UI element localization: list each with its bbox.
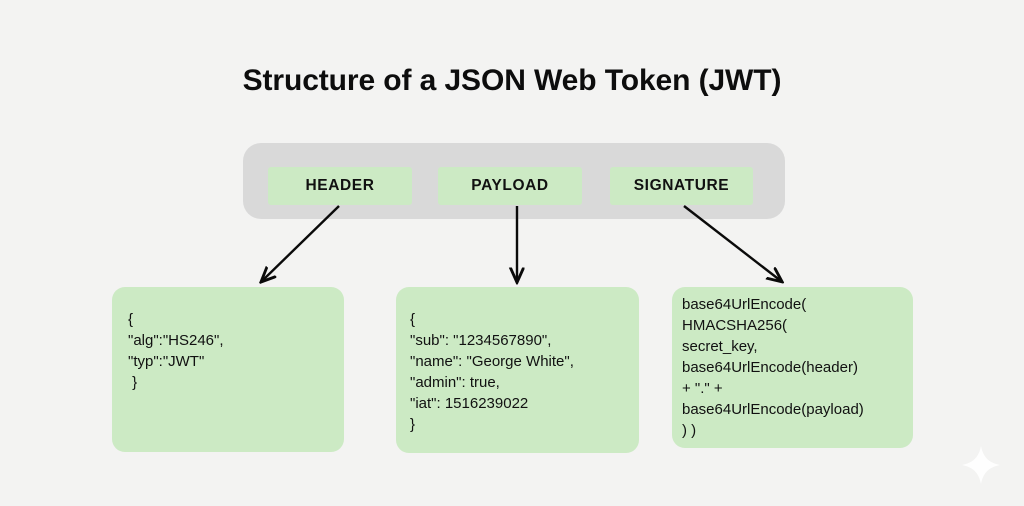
token-part-payload[interactable]: PAYLOAD	[438, 167, 582, 205]
detail-box-signature	[672, 287, 913, 448]
token-part-payload-label: PAYLOAD	[471, 177, 549, 194]
detail-box-payload	[396, 287, 639, 453]
page-title: Structure of a JSON Web Token (JWT)	[242, 64, 782, 97]
header-json-text: { "alg":"HS246", "typ":"JWT" }	[128, 311, 224, 391]
detail-box-header	[112, 287, 344, 452]
signature-formula-text: base64UrlEncode( HMACSHA256( secret_key,…	[682, 296, 864, 439]
payload-json-text: { "sub": "1234567890", "name": "George W…	[410, 311, 574, 433]
token-part-signature[interactable]: SIGNATURE	[610, 167, 753, 205]
sparkle-icon	[962, 446, 1000, 484]
token-part-header[interactable]: HEADER	[268, 167, 412, 205]
token-part-signature-label: SIGNATURE	[633, 177, 730, 194]
token-part-header-label: HEADER	[305, 177, 375, 194]
